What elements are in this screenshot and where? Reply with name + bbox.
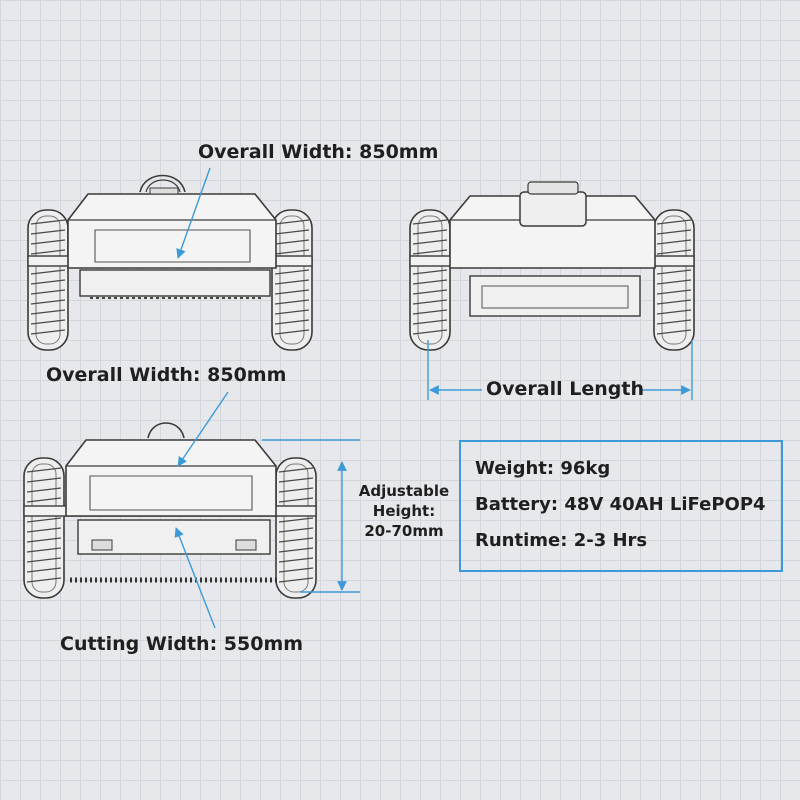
control-box [519, 191, 587, 227]
front-track-wheel [409, 209, 451, 351]
spec-battery: Battery: 48V 40AH LiFePOP4 [475, 494, 766, 515]
body-shell [67, 193, 277, 269]
height-label-line-2: Height: [372, 502, 436, 520]
adjustable-height-label: Adjustable Height: 20-70mm [352, 481, 456, 541]
cutting-pointer [174, 527, 216, 629]
deck-housing [79, 269, 271, 297]
width-pointer-top [176, 167, 211, 259]
cutting-width-label: Cutting Width: 550mm [60, 633, 304, 655]
spec-weight: Weight: 96kg [475, 458, 611, 479]
spec-box: Weight: 96kg Battery: 48V 40AH LiFePOP4 … [459, 440, 783, 572]
dimension-lines [174, 167, 693, 629]
width-pointer-mid [177, 391, 229, 467]
robot-side-view [409, 181, 695, 351]
lower-body-shell [65, 439, 277, 517]
left-track-wheel [27, 209, 69, 351]
right-track-wheel-lower [275, 457, 317, 599]
robot-cutter-view [23, 422, 317, 599]
side-deck [469, 275, 641, 317]
robot-front-view [27, 174, 313, 351]
cable-loop [139, 174, 186, 193]
height-label-line-3: 20-70mm [364, 522, 444, 540]
overall-width-label-mid: Overall Width: 850mm [46, 364, 287, 386]
rear-track-wheel [653, 209, 695, 351]
spec-runtime: Runtime: 2-3 Hrs [475, 530, 648, 551]
overall-length-label: Overall Length [486, 378, 644, 400]
right-track-wheel [271, 209, 313, 351]
height-label-line-1: Adjustable [358, 482, 450, 500]
left-track-wheel-lower [23, 457, 65, 599]
overall-width-label-top: Overall Width: 850mm [198, 141, 439, 163]
